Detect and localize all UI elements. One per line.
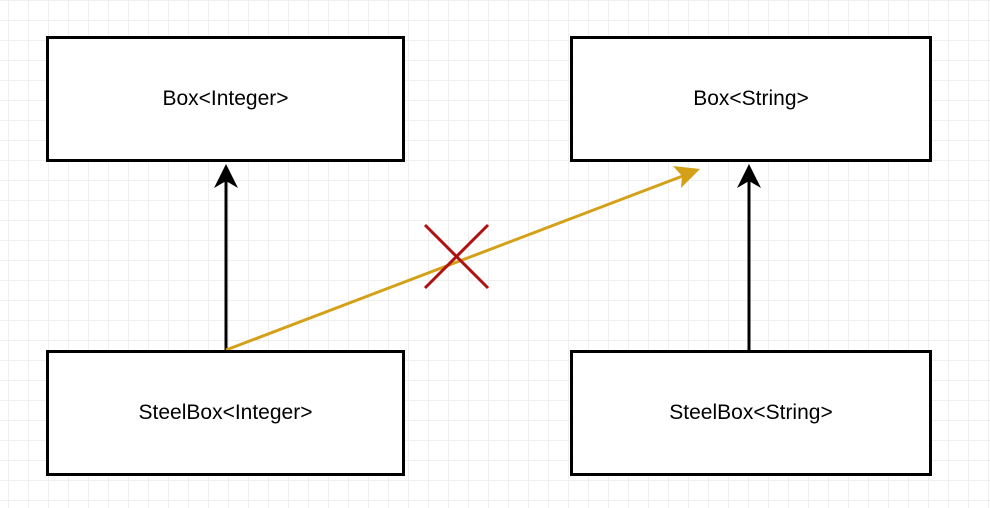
cross-mark-icon xyxy=(423,223,490,290)
node-label: Box<String> xyxy=(693,87,809,110)
node-box-integer: Box<Integer> xyxy=(46,36,405,162)
node-label: Box<Integer> xyxy=(162,87,289,110)
arrowhead-box-string xyxy=(737,164,761,188)
node-steelbox-integer: SteelBox<Integer> xyxy=(46,350,405,476)
invalid-arrowhead xyxy=(673,166,700,188)
invalid-arrow-steelbox-integer-to-box-string xyxy=(225,172,689,352)
node-label: SteelBox<Integer> xyxy=(138,401,313,424)
node-label: SteelBox<String> xyxy=(669,401,833,424)
node-steelbox-string: SteelBox<String> xyxy=(570,350,932,476)
node-box-string: Box<String> xyxy=(570,36,932,162)
arrowhead-box-integer xyxy=(214,164,238,188)
